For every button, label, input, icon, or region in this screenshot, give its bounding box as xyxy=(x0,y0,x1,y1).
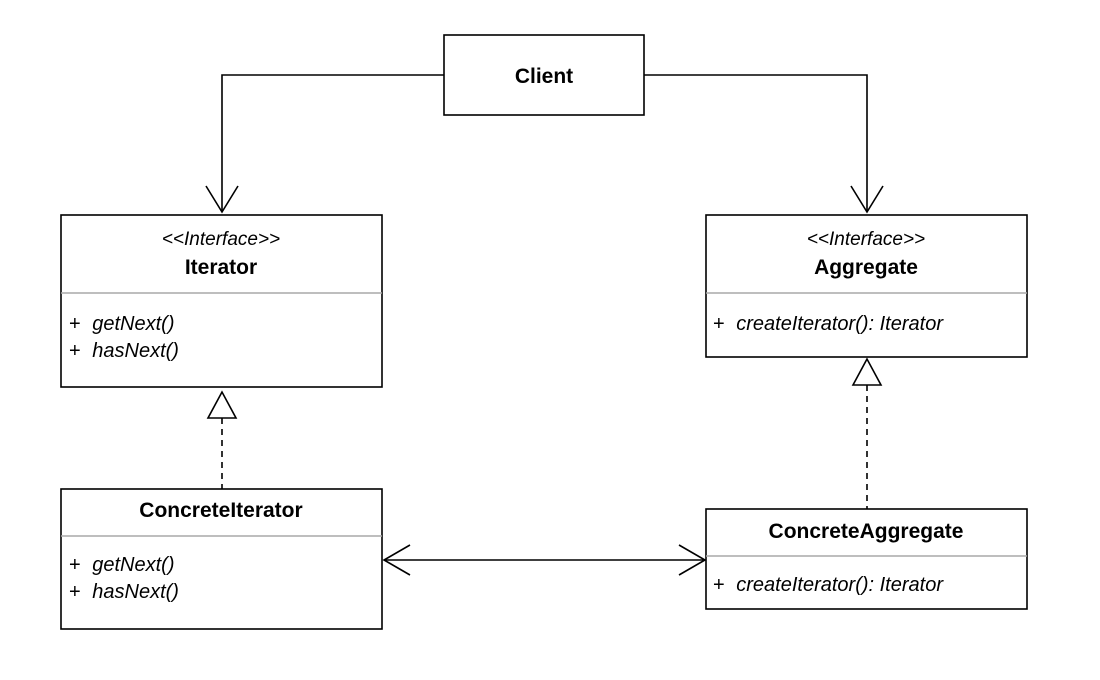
method-signature: createIterator(): Iterator xyxy=(736,313,944,335)
method-signature: hasNext() xyxy=(92,581,179,603)
class-name: ConcreteIterator xyxy=(139,499,302,522)
open-arrowhead-left xyxy=(382,544,411,576)
edge-client-iterator xyxy=(205,74,444,214)
stereotype-label: <<Interface>> xyxy=(807,229,925,250)
edge-realization-aggregate xyxy=(851,357,883,509)
class-concrete-aggregate: ConcreteAggregate + createIterator(): It… xyxy=(705,508,1028,610)
method-has-next: + hasNext() xyxy=(69,581,179,603)
method-signature: createIterator(): Iterator xyxy=(736,574,944,596)
method-signature: hasNext() xyxy=(92,340,179,362)
class-client: Client xyxy=(443,34,645,116)
open-arrowhead xyxy=(205,185,239,214)
method-create-iterator: + createIterator(): Iterator xyxy=(713,313,944,335)
visibility-marker: + xyxy=(713,313,725,335)
edge-realization-iterator xyxy=(206,390,238,489)
method-get-next: + getNext() xyxy=(69,313,175,335)
visibility-marker: + xyxy=(713,574,725,596)
open-arrowhead-right xyxy=(678,544,707,576)
method-create-iterator: + createIterator(): Iterator xyxy=(713,574,944,596)
visibility-marker: + xyxy=(69,313,81,335)
realization-triangle xyxy=(851,357,883,386)
method-get-next: + getNext() xyxy=(69,554,175,576)
class-name: Iterator xyxy=(185,256,257,279)
class-concrete-iterator: ConcreteIterator + getNext() + hasNext() xyxy=(60,488,383,630)
visibility-marker: + xyxy=(69,340,81,362)
realization-triangle xyxy=(206,390,238,419)
stereotype-label: <<Interface>> xyxy=(162,229,280,250)
edge-concrete-bidirectional xyxy=(382,544,707,576)
class-name: Client xyxy=(515,65,573,88)
open-arrowhead xyxy=(850,185,884,214)
visibility-marker: + xyxy=(69,554,81,576)
class-iterator: <<Interface>> Iterator + getNext() + has… xyxy=(60,214,383,388)
class-name: Aggregate xyxy=(814,256,918,279)
method-signature: getNext() xyxy=(92,313,174,335)
visibility-marker: + xyxy=(69,581,81,603)
method-signature: getNext() xyxy=(92,554,174,576)
edge-client-aggregate xyxy=(644,74,884,214)
method-has-next: + hasNext() xyxy=(69,340,179,362)
class-aggregate: <<Interface>> Aggregate + createIterator… xyxy=(705,214,1028,358)
class-name: ConcreteAggregate xyxy=(769,520,964,543)
